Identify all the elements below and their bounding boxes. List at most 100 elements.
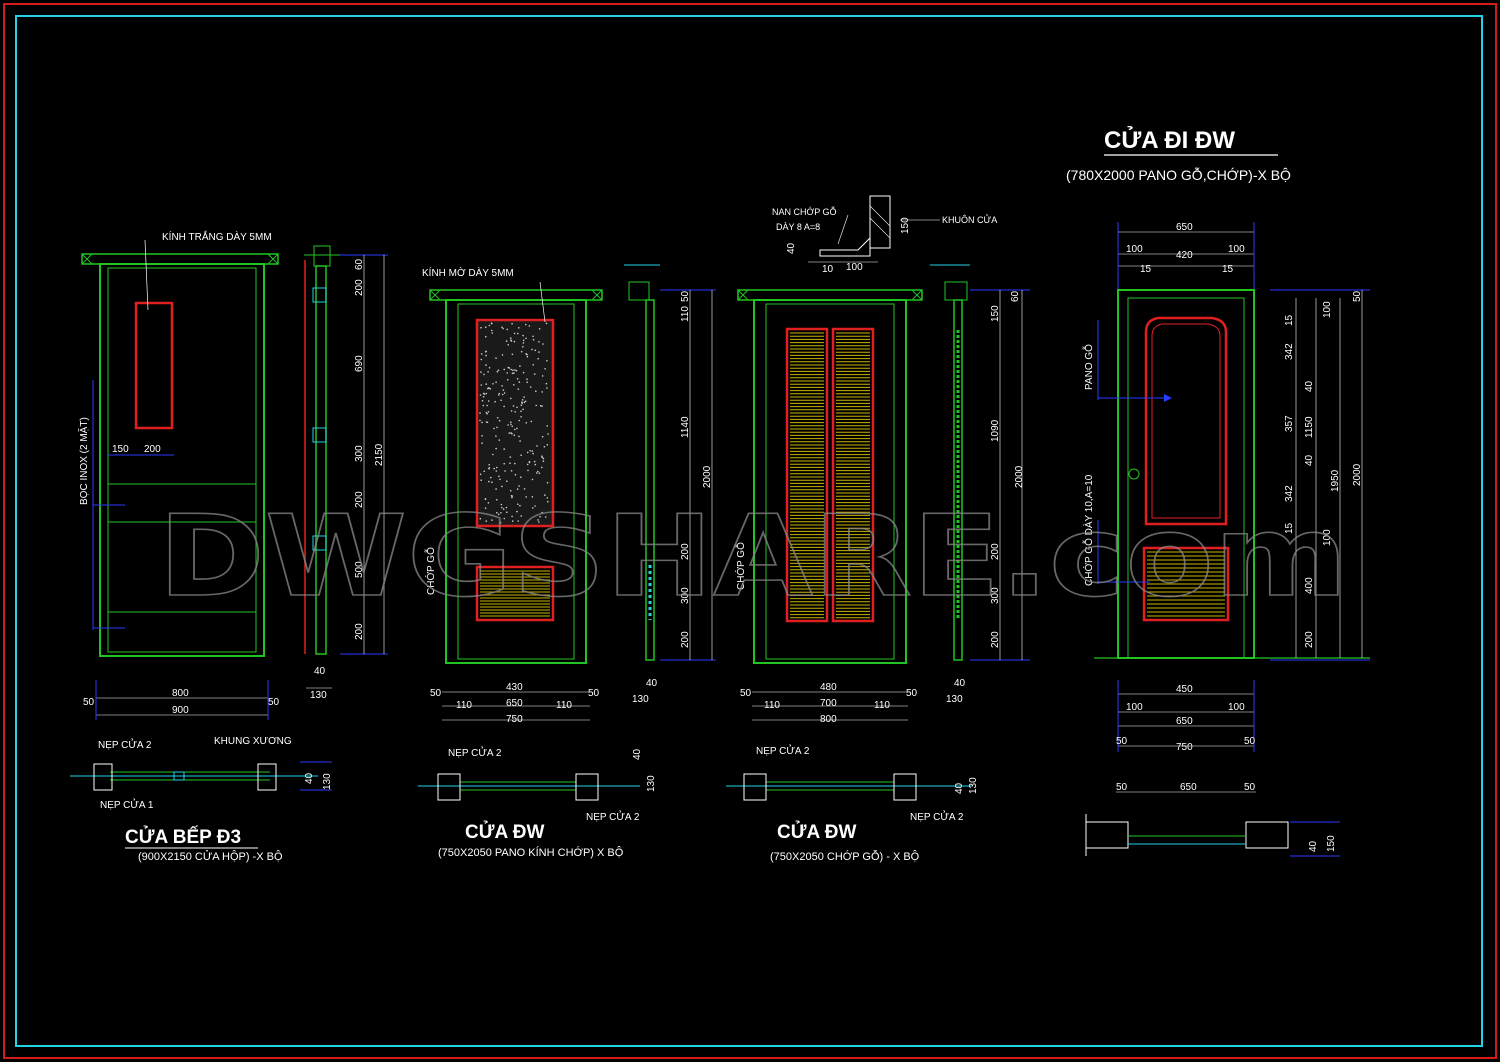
frosted-speck — [480, 326, 482, 329]
frosted-speck — [492, 383, 494, 385]
frosted-speck — [525, 422, 528, 424]
frosted-speck — [481, 435, 483, 437]
frosted-speck — [487, 411, 490, 413]
frosted-speck — [544, 494, 546, 496]
door1-dim-h-300: 300 — [354, 445, 365, 462]
door3-label-slat-thk: DÀY 8 A=8 — [776, 222, 820, 232]
door3-dim-w-50a: 50 — [740, 688, 752, 699]
door4-dim-o-2000: 2000 — [1352, 463, 1363, 486]
frosted-speck — [487, 387, 489, 390]
frosted-speck — [494, 400, 496, 403]
door2-dim-s-40: 40 — [646, 678, 658, 689]
frosted-speck — [521, 402, 523, 405]
door4-dim-i-100: 100 — [1322, 529, 1333, 546]
frosted-speck — [513, 332, 516, 335]
frosted-speck — [528, 460, 531, 463]
frosted-speck — [498, 419, 501, 422]
frosted-speck — [518, 381, 521, 383]
door3-dim-s-40: 40 — [954, 678, 966, 689]
frosted-speck — [515, 369, 518, 372]
door2-dim-h-1140: 1140 — [680, 416, 691, 438]
frosted-speck — [485, 392, 488, 395]
frosted-speck — [520, 416, 522, 418]
door4-dim-p-650: 650 — [1180, 782, 1197, 793]
door2-louver — [475, 565, 555, 622]
door3-elevation — [737, 289, 923, 664]
frosted-speck — [503, 405, 505, 408]
frosted-speck — [507, 424, 509, 426]
frosted-speck — [526, 355, 529, 358]
door2-dim-w-110a: 110 — [456, 700, 472, 711]
frosted-speck — [538, 341, 540, 343]
door3-dim-p-40: 40 — [954, 782, 965, 794]
door2-dim-w-650: 650 — [506, 698, 523, 709]
frosted-speck — [518, 327, 520, 329]
frosted-speck — [479, 394, 482, 396]
frosted-speck — [535, 390, 537, 393]
door3-dim-h-200b: 200 — [990, 631, 1001, 648]
frosted-speck — [542, 460, 545, 463]
frosted-speck — [531, 478, 534, 481]
frosted-speck — [501, 385, 503, 387]
frosted-speck — [539, 405, 542, 407]
door1-dim-h-200a: 200 — [354, 279, 365, 296]
frosted-speck — [496, 417, 499, 419]
frosted-speck — [546, 360, 548, 362]
door3-dim-w-110a: 110 — [764, 700, 780, 711]
frosted-speck — [513, 384, 515, 386]
frosted-speck — [488, 324, 491, 327]
frosted-speck — [520, 454, 522, 457]
frosted-speck — [499, 478, 501, 481]
frosted-speck — [495, 499, 498, 501]
frosted-speck — [525, 337, 527, 340]
frosted-speck — [505, 506, 508, 509]
frosted-speck — [516, 427, 518, 430]
frosted-speck — [488, 367, 491, 369]
door4-dim-w-650: 650 — [1176, 716, 1193, 727]
frosted-speck — [495, 470, 498, 472]
frosted-speck — [481, 421, 483, 424]
frosted-speck — [485, 335, 487, 338]
frosted-speck — [480, 371, 482, 373]
door2-title: CỬA ĐW — [465, 821, 544, 843]
frosted-speck — [510, 339, 512, 342]
door4-dim-i-15a: 15 — [1284, 314, 1295, 326]
frosted-speck — [522, 334, 524, 337]
door2-dim-w-750: 750 — [506, 714, 523, 725]
frosted-speck — [511, 495, 513, 497]
door4-dim-p-50a: 50 — [1116, 782, 1128, 793]
door1-dim-w-50b: 50 — [268, 697, 280, 708]
door1-label-trim2: NẸP CỬA 2 — [98, 738, 152, 751]
door1-dim-w-800: 800 — [172, 688, 189, 699]
door1-dim-h-200c: 200 — [354, 623, 365, 640]
door4-dim-top-420: 420 — [1176, 250, 1193, 261]
door2-label-trim2a: NẸP CỬA 2 — [448, 746, 502, 759]
door4-label-panel: PANO GỖ — [1082, 344, 1095, 390]
frosted-speck — [511, 322, 513, 325]
door3-label-slat: NAN CHỚP GỖ — [772, 206, 837, 217]
door1-label-frame: KHUNG XƯƠNG — [214, 736, 292, 747]
frosted-speck — [485, 354, 487, 357]
frosted-speck — [522, 342, 525, 344]
door1-dim-h-690: 690 — [354, 355, 365, 372]
frosted-speck — [486, 412, 489, 415]
frosted-speck — [524, 400, 527, 403]
frosted-speck — [493, 467, 495, 470]
door3-dim-h-300: 300 — [990, 587, 1001, 604]
frosted-speck — [525, 353, 527, 355]
frosted-speck — [522, 371, 525, 374]
door4-top-dims — [1117, 222, 1255, 290]
door2-label-louver: CHỚP GỖ — [424, 547, 437, 595]
door4-dim-i-400: 400 — [1304, 577, 1315, 594]
frosted-speck — [506, 328, 509, 331]
frosted-speck — [538, 351, 540, 353]
frosted-speck — [501, 506, 503, 509]
frosted-speck — [496, 466, 498, 469]
door3-dim-p-130: 130 — [968, 777, 979, 794]
door3-dim-s-130: 130 — [946, 694, 963, 705]
frosted-speck — [511, 425, 513, 428]
frosted-speck — [513, 434, 516, 437]
door2-label-trim2b: NẸP CỬA 2 — [586, 810, 640, 823]
frosted-speck — [521, 399, 524, 401]
frosted-speck — [484, 326, 487, 329]
